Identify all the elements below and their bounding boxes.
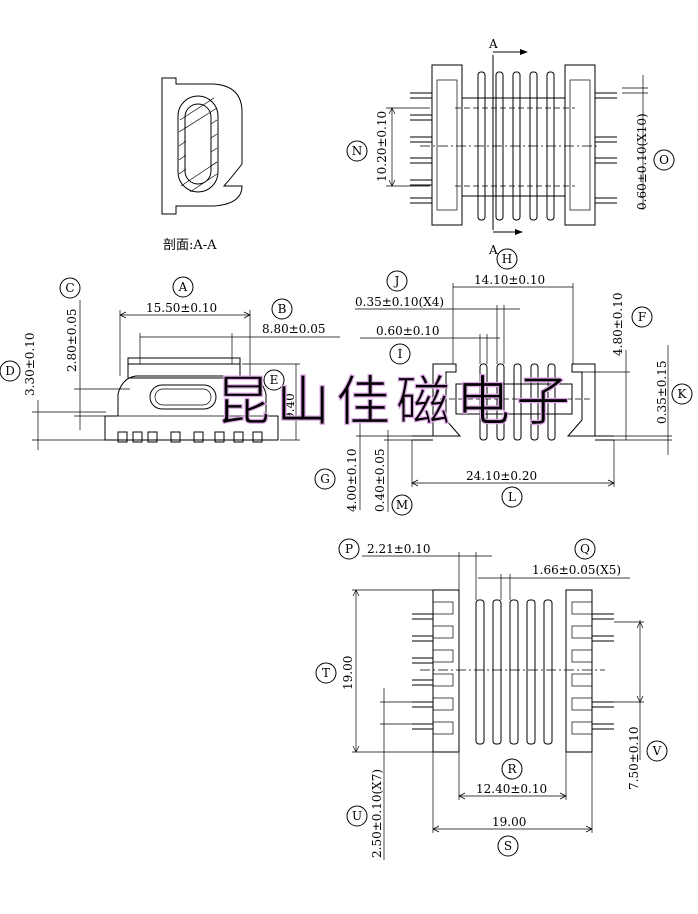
dim-g-value: 4.00±0.10 bbox=[345, 449, 359, 513]
dim-s-value: 19.00 bbox=[492, 815, 526, 829]
company-watermark: 昆山佳磁电子 bbox=[216, 370, 576, 433]
callout-bubbles bbox=[0, 140, 693, 857]
bubble-s: S bbox=[504, 839, 512, 853]
dim-f-value: 4.80±0.10 bbox=[611, 293, 625, 357]
bubble-b: B bbox=[278, 302, 287, 316]
dim-p-value: 2.21±0.10 bbox=[367, 542, 431, 556]
bubble-c: C bbox=[65, 281, 74, 295]
section-mark-top: A bbox=[488, 37, 498, 51]
dim-c-value: 2.80±0.05 bbox=[65, 309, 79, 373]
dim-r-value: 12.40±0.10 bbox=[476, 782, 547, 796]
dim-u-value: 2.50±0.10(X7) bbox=[370, 769, 384, 858]
bubble-v: V bbox=[652, 744, 662, 758]
bubble-i: I bbox=[398, 347, 403, 361]
bubble-o: O bbox=[659, 153, 669, 167]
bubble-h: H bbox=[502, 252, 512, 266]
dim-o-value: 0.60±0.10(X10) bbox=[635, 113, 649, 210]
top-view: A A bbox=[375, 37, 649, 257]
bubble-m: M bbox=[396, 498, 408, 512]
bubble-t: T bbox=[322, 666, 330, 680]
bubble-q: Q bbox=[580, 542, 590, 556]
bubble-g: G bbox=[320, 472, 330, 486]
dim-q-value: 1.66±0.05(X5) bbox=[532, 563, 621, 577]
bubble-e: E bbox=[270, 373, 279, 387]
side-view: 15.50±0.10 8.80±0.05 2.80±0.05 3.30±0.10… bbox=[23, 300, 340, 450]
bubble-a: A bbox=[178, 280, 188, 294]
dim-m-value: 0.40±0.05 bbox=[373, 449, 387, 513]
section-mark-bottom: A bbox=[488, 243, 498, 257]
dim-i-value: 0.60±0.10 bbox=[376, 324, 440, 338]
dim-j-value: 0.35±0.10(X4) bbox=[355, 295, 444, 309]
dim-a-value: 15.50±0.10 bbox=[146, 301, 217, 315]
section-view-title: 剖面:A-A bbox=[163, 238, 217, 253]
bubble-j: J bbox=[393, 274, 400, 288]
dim-h-value: 14.10±0.10 bbox=[474, 273, 545, 287]
bubble-n: N bbox=[352, 144, 363, 158]
dim-d-value: 3.30±0.10 bbox=[23, 333, 37, 397]
bubble-d: D bbox=[5, 364, 15, 378]
bubble-k: K bbox=[678, 387, 688, 401]
dim-l-value: 24.10±0.20 bbox=[466, 469, 537, 483]
bubble-r: R bbox=[507, 762, 517, 776]
bottom-view: 2.21±0.10 1.66±0.05(X5) 19.00 12.40±0.10… bbox=[341, 542, 644, 860]
section-view-a-a: 剖面:A-A bbox=[161, 77, 243, 253]
bubble-f: F bbox=[638, 310, 646, 324]
callout-letters: A B C D E F G H I J K L M N O P Q R S T … bbox=[5, 144, 687, 853]
dim-k-value: 0.35±0.15 bbox=[655, 361, 669, 425]
bubble-p: P bbox=[345, 542, 353, 556]
dim-n-value: 10.20±0.10 bbox=[375, 111, 389, 182]
bubble-l: L bbox=[508, 490, 516, 504]
dim-t-value: 19.00 bbox=[341, 656, 355, 690]
dim-v-value: 7.50±0.10 bbox=[627, 727, 641, 791]
dim-b-value: 8.80±0.05 bbox=[262, 322, 326, 336]
bubble-u: U bbox=[352, 809, 362, 823]
front-view: 14.10±0.10 0.35±0.10(X4) 0.60±0.10 4.80±… bbox=[345, 273, 672, 512]
dim-e-value: 9.40 bbox=[283, 393, 297, 420]
